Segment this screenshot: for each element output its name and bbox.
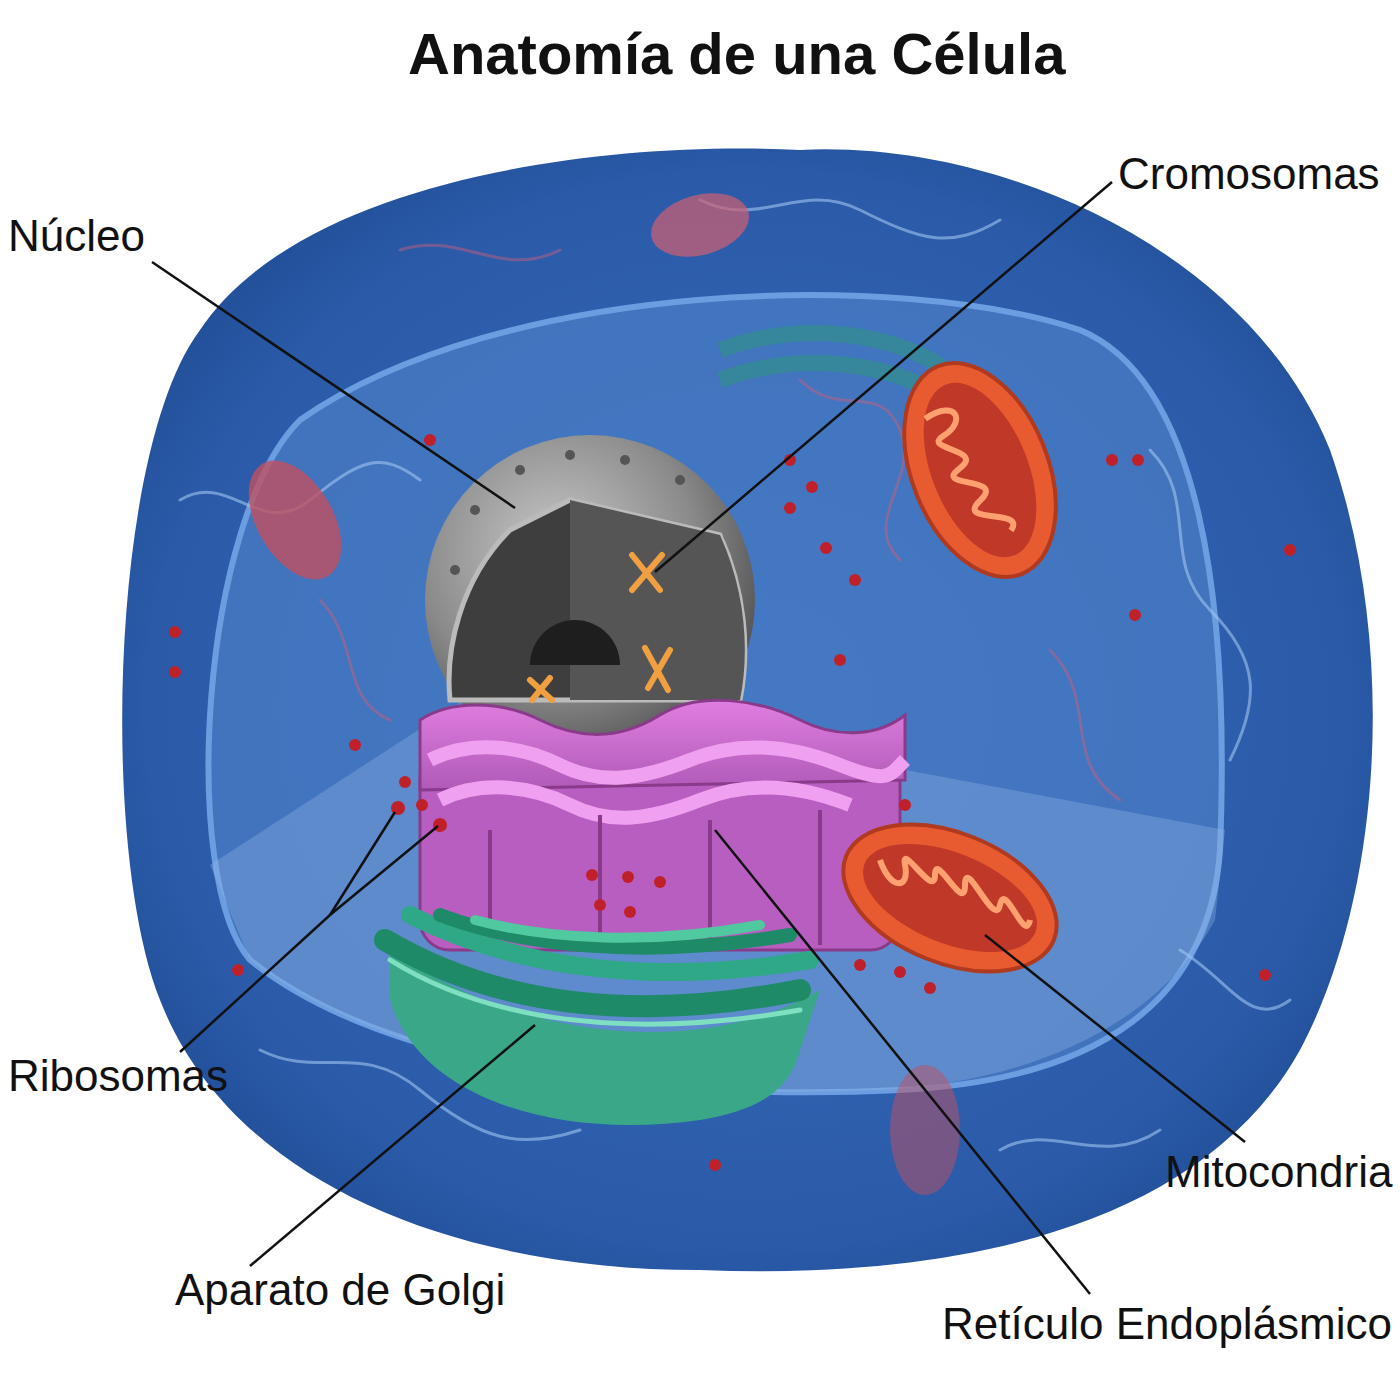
mitochondrion bbox=[875, 341, 1085, 600]
part-label: Retículo Endoplásmico bbox=[942, 1300, 1392, 1348]
mitochondrion-back bbox=[644, 183, 756, 267]
chromosomes bbox=[530, 555, 670, 700]
leader-lines bbox=[152, 182, 1245, 1294]
part-label: Mitocondria bbox=[1165, 1148, 1392, 1196]
mitochondrion-back bbox=[230, 445, 361, 596]
nucleolus bbox=[530, 620, 620, 665]
part-label: Ribosomas bbox=[8, 1052, 228, 1100]
nucleus-cut-face bbox=[570, 500, 745, 700]
part-label: Cromosomas bbox=[1118, 150, 1380, 198]
cytoskeleton bbox=[180, 200, 1290, 1150]
cell-membrane bbox=[122, 149, 1373, 1272]
part-label: Núcleo bbox=[8, 212, 145, 260]
golgi-apparatus bbox=[385, 915, 820, 1125]
endoplasmic-reticulum bbox=[420, 700, 905, 950]
mitochondrion bbox=[822, 796, 1078, 1000]
part-label: Aparato de Golgi bbox=[175, 1266, 505, 1314]
mitochondrion-back bbox=[890, 1065, 960, 1195]
diagram-title: Anatomía de una Célula bbox=[408, 22, 1065, 86]
nucleus-cut bbox=[449, 500, 745, 700]
ribosomes bbox=[169, 434, 1296, 1171]
